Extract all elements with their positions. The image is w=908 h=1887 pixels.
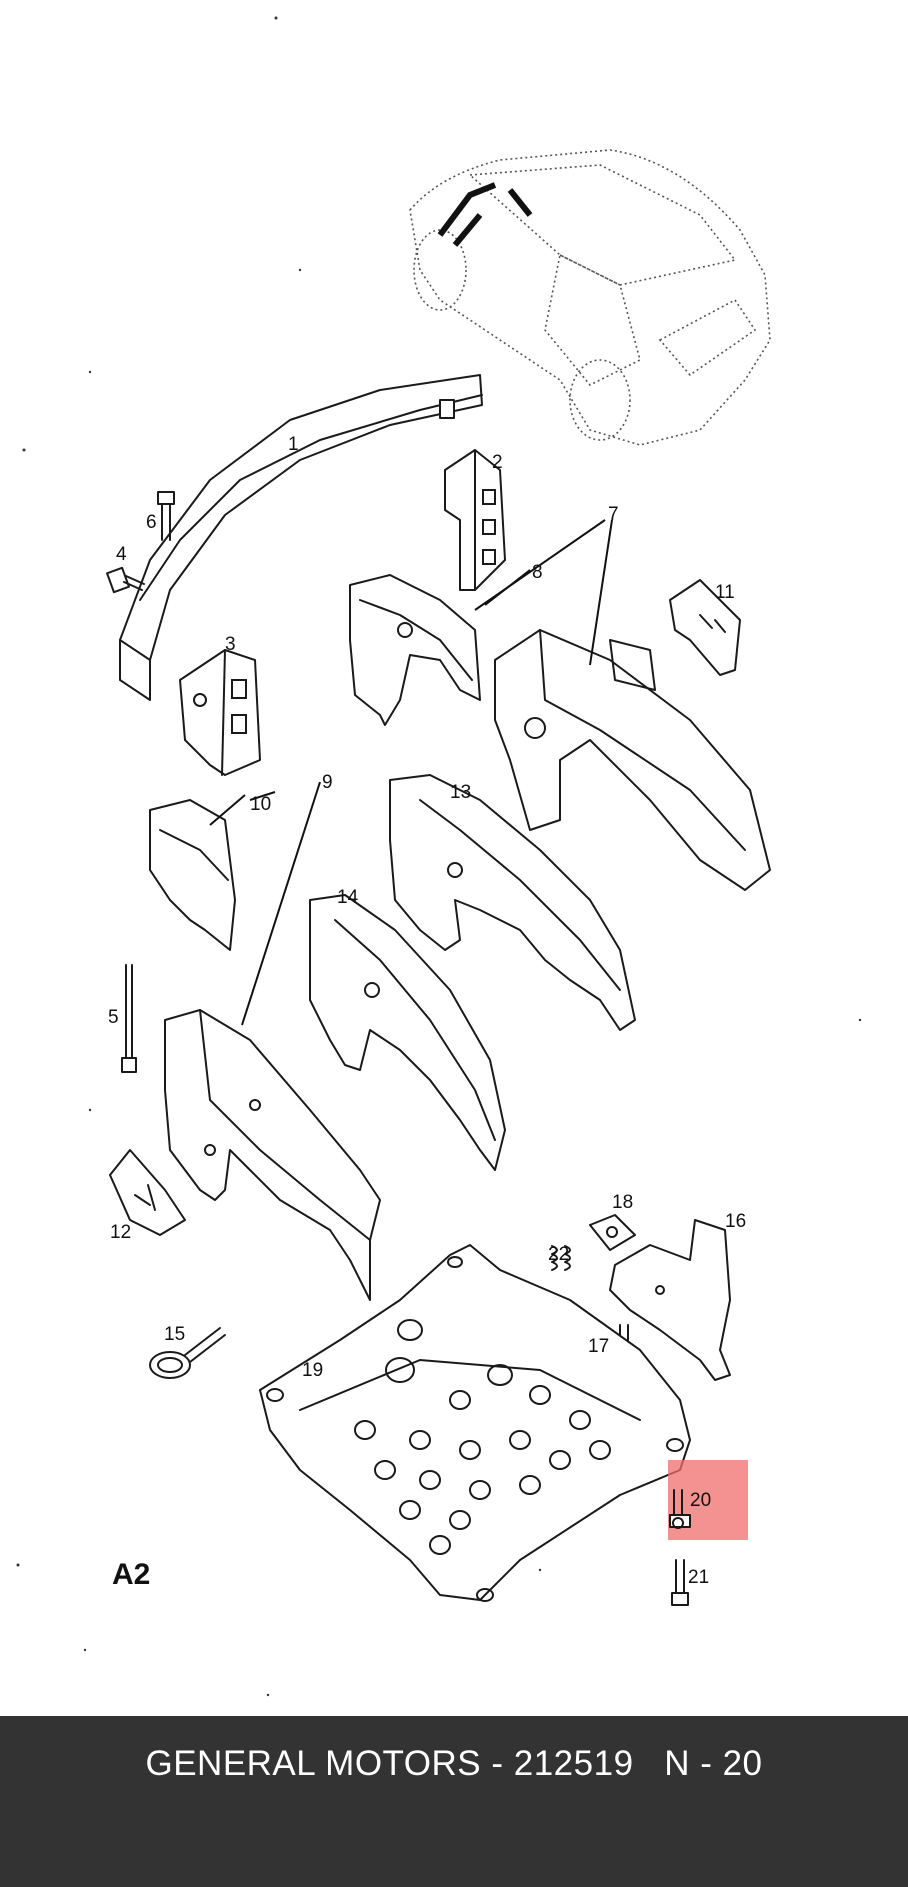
callout-13: 13 — [450, 782, 471, 803]
part-7-front-side-member — [494, 629, 771, 891]
part-8-member-reinforcement — [349, 574, 481, 726]
callout-18: 18 — [612, 1192, 633, 1213]
callout-9: 9 — [322, 772, 333, 793]
callout-19: 19 — [302, 1360, 323, 1381]
exploded-view-drawing: 1 2 3 4 5 6 7 8 9 10 11 12 13 14 15 16 1… — [16, 16, 862, 1697]
part-11-bracket — [669, 579, 741, 676]
part-1-bumper-beam — [119, 374, 483, 701]
callout-15: 15 — [164, 1324, 185, 1345]
callout-12: 12 — [110, 1222, 131, 1243]
part-5-long-bolt — [121, 964, 137, 1073]
part-caption: GENERAL MOTORS - 212519 N - 20 — [145, 1744, 763, 1783]
part-16-shield — [609, 1219, 731, 1381]
part-13-panel — [389, 774, 636, 1031]
callout-8: 8 — [532, 562, 543, 583]
leader-lines — [209, 519, 613, 1026]
callout-2: 2 — [492, 452, 503, 473]
part-3-bracket — [179, 649, 261, 776]
shield-holes — [266, 1256, 684, 1602]
part-20-bolt — [669, 1489, 691, 1529]
callout-4: 4 — [116, 544, 127, 565]
callout-16: 16 — [725, 1211, 746, 1232]
part-14-panel — [309, 894, 506, 1171]
parts-diagram: 1 2 3 4 5 6 7 8 9 10 11 12 13 14 15 16 1… — [16, 16, 862, 1697]
part-19-underbody-shield — [259, 1244, 691, 1602]
callout-10: 10 — [250, 794, 271, 815]
callout-17: 17 — [588, 1336, 609, 1357]
callout-14: 14 — [337, 887, 359, 908]
callout-21: 21 — [688, 1567, 709, 1588]
callout-22: 22 — [548, 1244, 569, 1265]
callout-3: 3 — [225, 634, 236, 655]
callout-1: 1 — [288, 434, 299, 455]
scan-specks — [16, 16, 862, 1697]
part-6-bolt — [157, 491, 175, 541]
callout-labels: 1 2 3 4 5 6 7 8 9 10 11 12 13 14 15 16 1… — [108, 434, 746, 1588]
callout-5: 5 — [108, 1007, 119, 1028]
part-10-reinforcement — [149, 799, 236, 951]
sheet-code: A2 — [112, 1558, 150, 1591]
part-2-bracket — [444, 449, 506, 591]
callout-6: 6 — [146, 512, 157, 533]
part-22-spring-nut — [551, 1245, 571, 1271]
part-9-side-member — [164, 1009, 381, 1301]
callout-7: 7 — [608, 504, 619, 525]
callout-11: 11 — [715, 582, 735, 603]
part-21-bolt — [671, 1559, 689, 1606]
part-18-clip — [589, 1214, 636, 1251]
part-4-bolt — [106, 566, 145, 594]
caption-bar: GENERAL MOTORS - 212519 N - 20 — [0, 1716, 908, 1887]
part-15-towing-eye — [149, 1327, 226, 1379]
car-silhouette — [409, 149, 771, 446]
part-12-bracket — [109, 1149, 186, 1236]
callout-20: 20 — [690, 1490, 711, 1511]
